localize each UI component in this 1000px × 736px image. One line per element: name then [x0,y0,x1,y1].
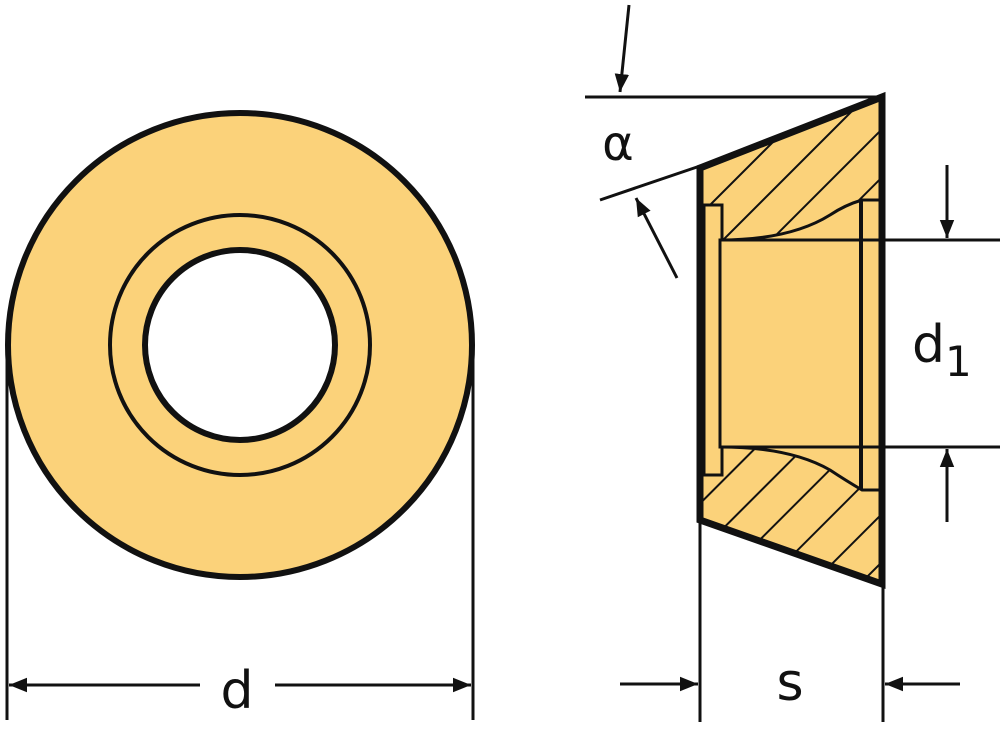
d1-subscript: 1 [945,337,972,386]
dimension-label-s: s [776,653,803,713]
angle-label-alpha: α [602,116,634,172]
angle-arrow-bottom [634,197,679,279]
angle-leg-line [599,164,701,202]
dimension-label-d: d [220,661,253,721]
d1-base: d [912,315,945,375]
angle-arrow-top [614,4,631,93]
section-view: α d1 s [585,4,1000,722]
front-view: d [5,110,475,721]
hole-circle [142,247,338,443]
dimension-label-d1: d1 [912,315,972,386]
